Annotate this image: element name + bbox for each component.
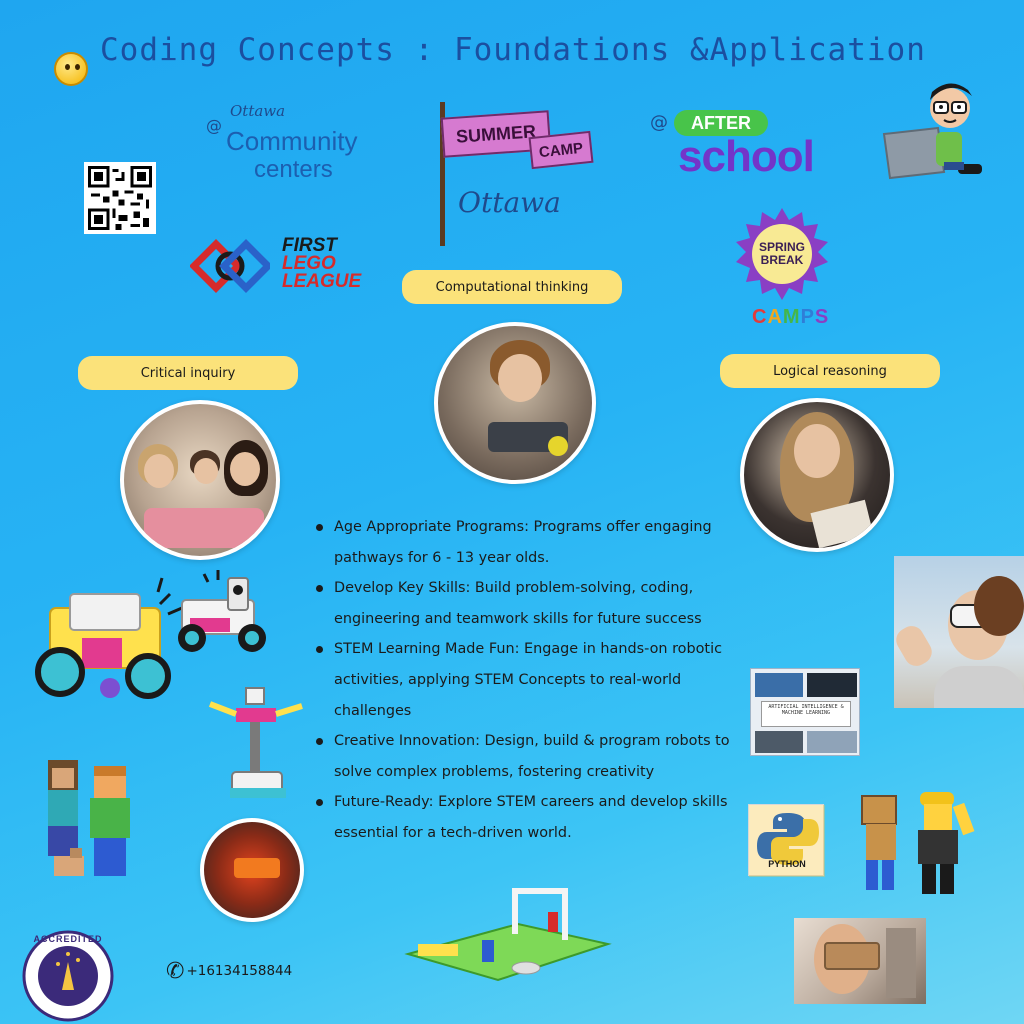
fll-league-label: LEAGUE — [282, 271, 362, 292]
spring-label: SPRING — [758, 240, 805, 254]
girl-thinking-photo — [740, 398, 894, 552]
roblox-characters-image — [861, 792, 975, 894]
list-item: Creative Innovation: Design, build & pro… — [312, 726, 744, 787]
cardboard-vr-photo — [794, 918, 926, 1004]
camps-letter: P — [800, 306, 815, 328]
fll-lego-label: LEGO — [282, 253, 336, 274]
after-badge: AFTER — [674, 110, 768, 136]
program-benefits-list: Age Appropriate Programs: Programs offer… — [312, 512, 744, 849]
python-label: PYTHON — [768, 859, 806, 869]
spring-break-inner: SPRING BREAK — [752, 224, 812, 284]
camps-letter: M — [782, 306, 801, 328]
school-label: school — [678, 132, 815, 181]
summer-camp-logo: SUMMER CAMP Ottawa — [430, 98, 600, 248]
kids-with-tablets-photo — [120, 400, 280, 560]
camp-flag: CAMP — [528, 130, 594, 170]
lego-robot-car-image — [35, 577, 183, 699]
camps-label: CAMPS — [752, 306, 832, 329]
vr-headset-photo — [894, 556, 1024, 708]
ai-book-label: ARTIFICIAL INTELLIGENCE & MACHINE LEARNI… — [761, 701, 851, 727]
phone-number[interactable]: +16134158844 — [186, 963, 293, 979]
accredited-seal-icon — [22, 930, 114, 1022]
ottawa-wordmark: Ottawa — [230, 102, 286, 120]
ai-machine-learning-photo: ARTIFICIAL INTELLIGENCE & MACHINE LEARNI… — [750, 668, 860, 756]
lego-soccer-field-image — [404, 888, 612, 982]
after-school-logo: @ AFTER school — [648, 110, 815, 186]
python-icon: PYTHON — [748, 804, 825, 877]
camps-letter: A — [767, 306, 783, 328]
camps-letter: S — [814, 306, 830, 328]
phone-contact[interactable]: ✆ +16134158844 — [166, 958, 346, 984]
minecraft-characters-image — [48, 760, 130, 876]
fll-first-label: FIRST — [282, 235, 337, 256]
at-symbol: @ — [650, 112, 668, 133]
girl-building-robot-photo — [434, 322, 596, 484]
computational-thinking-pill: Computational thinking — [402, 270, 622, 304]
community-centers-logo: @ Ottawa Community centers — [206, 100, 386, 186]
logical-reasoning-pill: Logical reasoning — [720, 354, 940, 388]
emoji-icon — [54, 52, 88, 86]
accredited-seal: ACCREDITED — [22, 930, 114, 1022]
lego-robot-small-image — [178, 570, 266, 652]
cartoon-kid-laptop-image — [882, 83, 982, 180]
red-gadget-photo — [200, 818, 304, 922]
community-label: Community — [226, 126, 358, 156]
python-logo-mark — [749, 805, 825, 877]
flag-pole — [440, 102, 445, 246]
accredited-label: ACCREDITED — [33, 934, 103, 944]
break-label: BREAK — [760, 253, 804, 267]
lego-dancing-robot-image — [208, 687, 303, 798]
qr-code-icon[interactable] — [84, 162, 156, 234]
spring-break-badge: SPRING BREAK — [736, 208, 828, 300]
camps-letter: C — [752, 306, 768, 328]
first-lego-league-logo: FIRST LEGO LEAGUE — [190, 234, 380, 298]
fll-mark-icon — [190, 239, 270, 293]
phone-icon: ✆ — [166, 958, 185, 984]
list-item: Future-Ready: Explore STEM careers and d… — [312, 787, 744, 848]
critical-inquiry-pill: Critical inquiry — [78, 356, 298, 390]
ottawa-wordmark: Ottawa — [458, 186, 561, 219]
list-item: Age Appropriate Programs: Programs offer… — [312, 512, 744, 573]
list-item: Develop Key Skills: Build problem-solvin… — [312, 573, 744, 634]
centers-label: centers — [254, 156, 333, 183]
at-symbol: @ — [206, 116, 222, 135]
page-title: Coding Concepts : Foundations &Applicati… — [100, 32, 926, 68]
list-item: STEM Learning Made Fun: Engage in hands-… — [312, 634, 744, 726]
